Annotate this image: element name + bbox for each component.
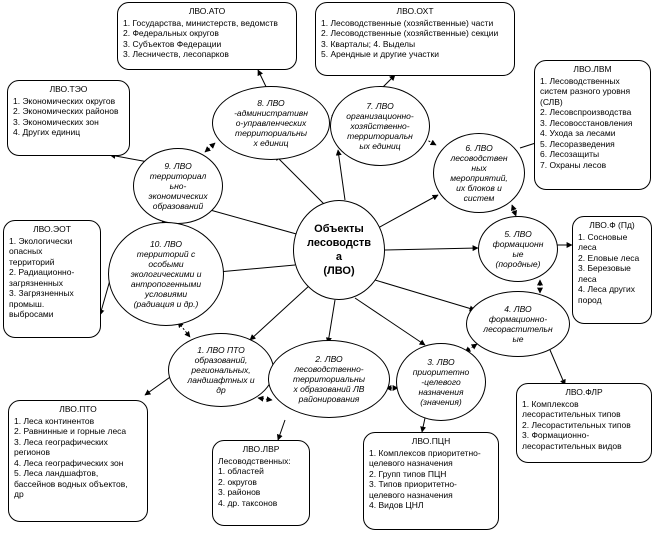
list-item: 1. Леса континентов xyxy=(14,415,95,426)
box-eot: ЛВО.ЭОТ 1. Экологически опасных территор… xyxy=(3,220,101,338)
list-item: 1. Комплексов приоритетно- целевого назн… xyxy=(369,447,481,469)
box-title: ЛВО.АТО xyxy=(188,6,226,16)
list-item: 3. Типов приоритетно- целевого назначени… xyxy=(369,479,457,500)
list-item: 2. Экономических районов xyxy=(13,106,119,116)
list-item: 2. Лесорастительных типов xyxy=(522,419,631,430)
list-item: 1. Экономических округов xyxy=(13,95,116,106)
link-center-4 xyxy=(374,279,476,312)
link-center-6 xyxy=(377,194,439,229)
box-title: ЛВО.ЛВР xyxy=(242,444,280,454)
link-9-8 xyxy=(204,142,216,153)
link-center-8 xyxy=(274,154,326,206)
link-center-2 xyxy=(325,299,336,344)
list-item: 1. Сосновые леса xyxy=(578,231,628,253)
link-2-lvr xyxy=(276,419,286,441)
list-item: 3. Экономических зон xyxy=(13,116,99,127)
list-item: 1. Лесоводственные (хозяйственные) части xyxy=(321,17,494,28)
list-item: 2. Групп типов ПЦН xyxy=(369,468,447,479)
list-item: 3. Березовые леса xyxy=(578,263,631,284)
list-item: 3. Загрязненных промыш. выбросами xyxy=(9,288,74,319)
link-center-1 xyxy=(249,284,311,341)
box-pcn: ЛВО.ПЦН 1. Комплексов приоритетно- целев… xyxy=(363,432,499,530)
list-item: 1. областей xyxy=(218,466,264,476)
list-item: 5. Лесоразведения xyxy=(540,138,615,149)
box-title: ЛВО.ПЦН xyxy=(411,436,451,446)
list-item: 2. Еловые леса xyxy=(578,252,640,263)
list-item: 3. Кварталы; 4. Выделы xyxy=(321,38,416,49)
box-pto: ЛВО.ПТО 1. Леса континентов 2. Равнинные… xyxy=(8,400,148,522)
list-item: 4. Леса других пород xyxy=(578,284,636,305)
box-title: ЛВО.ТЭО xyxy=(49,84,88,94)
box-fp: ЛВО.Ф (Пд) 1. Сосновые леса 2. Еловые ле… xyxy=(572,216,652,324)
oval-2-lvr: 2. ЛВО лесоводственно- территориальны х … xyxy=(268,340,390,418)
list-item: 1. Лесоводственных систем разного уровня… xyxy=(540,75,631,107)
box-title: ЛВО.ПТО xyxy=(59,404,97,414)
box-lvm: ЛВО.ЛВМ 1. Лесоводственных систем разног… xyxy=(534,60,651,190)
list-item: 2. Федеральных округов xyxy=(123,28,219,38)
box-oht: ЛВО.ОХТ 1. Лесоводственные (хозяйственны… xyxy=(315,2,515,76)
link-center-10 xyxy=(217,264,296,275)
list-item: 6. Лесозащиты xyxy=(540,149,600,159)
link-10-eot xyxy=(98,279,111,316)
link-center-7 xyxy=(335,149,346,201)
list-item: 4. Леса географических зон xyxy=(14,457,124,468)
box-title: ЛВО.ЭОТ xyxy=(33,224,71,234)
oval-1-pto: 1. ЛВО ПТО образований, региональных, ла… xyxy=(168,333,274,407)
list-item: 7. Охраны лесов xyxy=(540,159,607,170)
box-tao: ЛВО.ТЭО 1. Экономических округов 2. Экон… xyxy=(7,80,130,156)
link-10-1 xyxy=(177,321,191,338)
link-1-2 xyxy=(257,395,273,403)
list-item: 1. Экологически опасных территорий xyxy=(9,235,73,267)
oval-8-ato: 8. ЛВО -административн о-управленческих … xyxy=(212,86,330,160)
link-3-4 xyxy=(464,343,478,353)
list-item: 3. Лесовосстановления xyxy=(540,117,633,128)
oval-6-lvm: 6. ЛВО лесоводствен ных мероприятий, их … xyxy=(433,133,525,213)
box-lvr: ЛВО.ЛВР Лесоводственных: 1. областей 2. … xyxy=(212,440,310,526)
list-item: 3. Лесничеств, лесопарков xyxy=(123,49,229,59)
oval-9-tao: 9. ЛВО территориал ьно- экономических об… xyxy=(133,148,223,224)
oval-4-flr: 4. ЛВО формационно- лесорастительн ые xyxy=(466,291,570,357)
list-item: 3. Леса географических регионов xyxy=(14,436,108,458)
list-item: 2. округов xyxy=(218,476,257,487)
list-item: 2. Радиационно- загрязненных xyxy=(9,267,75,288)
oval-7-oht: 7. ЛВО организационно- хозяйственно- тер… xyxy=(330,86,430,166)
link-center-5 xyxy=(384,245,479,252)
list-item: Лесоводственных: xyxy=(218,455,291,466)
list-item: 4. Других единиц xyxy=(13,127,81,137)
list-item: 4. Ухода за лесами xyxy=(540,128,616,138)
list-item: 1. Комплексов лесорастительных типов xyxy=(522,398,621,420)
link-center-9 xyxy=(202,206,301,236)
list-item: 3. Субъектов Федерации xyxy=(123,38,222,49)
box-ato: ЛВО.АТО 1. Государства, министерств, вед… xyxy=(117,2,297,70)
link-3-pcn xyxy=(420,417,427,433)
list-item: 3. Формационно- лесорастительных видов xyxy=(522,430,622,451)
box-title: ЛВО.ЛВМ xyxy=(573,64,612,74)
box-flr: ЛВО.ФЛР 1. Комплексов лесорастительных т… xyxy=(516,383,652,463)
center-node: Объекты лесоводств а (ЛВО) xyxy=(293,200,385,300)
list-item: 4. Видов ЦНЛ xyxy=(369,500,424,510)
list-item: 2. Равнинные и горные леса xyxy=(14,426,127,436)
list-item: 4. др. таксонов xyxy=(218,497,278,508)
list-item: 5. Леса ландшафтов, бассейнов водных объ… xyxy=(14,468,128,499)
box-title: ЛВО.Ф (Пд) xyxy=(589,220,635,230)
box-title: ЛВО.ФЛР xyxy=(565,387,603,397)
link-6-5 xyxy=(511,204,517,217)
oval-3-pcn: 3. ЛВО приоритетно -целевого назначения … xyxy=(396,343,486,421)
oval-10-eot: 10. ЛВО территорий с особыми экологическ… xyxy=(108,222,224,326)
oval-5-fp: 5. ЛВО формационн ые (породные) xyxy=(478,216,558,282)
box-title: ЛВО.ОХТ xyxy=(396,6,434,16)
link-7-6 xyxy=(417,134,437,146)
list-item: 5. Арендные и другие участки xyxy=(321,49,440,59)
list-item: 2. Лесовспроизводства xyxy=(540,107,632,117)
link-center-3 xyxy=(354,297,426,346)
list-item: 1. Государства, министерств, ведомств xyxy=(123,17,278,28)
link-4-flr xyxy=(549,349,566,386)
list-item: 2. Лесоводственные (хозяйственные) секци… xyxy=(321,28,499,38)
list-item: 3. районов xyxy=(218,487,261,497)
